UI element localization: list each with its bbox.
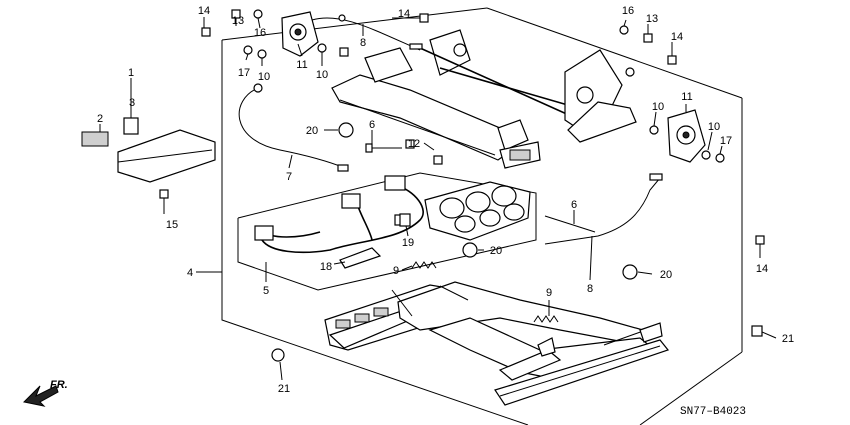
callout-8: 8 <box>587 283 593 295</box>
callout-14: 14 <box>756 263 768 275</box>
recliner-cable-upper <box>311 14 423 51</box>
callout-20: 20 <box>306 125 318 137</box>
recliner-cable-7 <box>238 83 349 172</box>
callout-6: 6 <box>571 199 577 211</box>
callout-13: 13 <box>646 13 658 25</box>
bracket-18 <box>339 247 382 269</box>
callout-16: 16 <box>622 5 634 17</box>
callout-2: 2 <box>97 113 103 125</box>
callout-9: 9 <box>546 287 552 299</box>
callout-10: 10 <box>258 71 270 83</box>
callout-17: 17 <box>720 135 732 147</box>
callout-19: 19 <box>402 237 414 249</box>
callout-13: 13 <box>232 15 244 27</box>
recliner-motor-left <box>281 11 319 57</box>
recliner-motor-right <box>667 109 706 163</box>
leader-lines <box>99 17 777 381</box>
callout-12: 12 <box>408 138 420 150</box>
callout-8: 8 <box>360 37 366 49</box>
callout-10: 10 <box>708 121 720 133</box>
front-direction-indicator: FR. <box>22 379 68 407</box>
callout-7: 7 <box>286 171 292 183</box>
callout-3: 3 <box>129 97 135 109</box>
wire-harness <box>254 175 424 254</box>
clips-20 <box>338 122 638 280</box>
callout-6: 6 <box>369 119 375 131</box>
callout-16: 16 <box>254 27 266 39</box>
callout-4: 4 <box>187 267 193 279</box>
cable-6-8 <box>365 143 663 245</box>
callout-1: 1 <box>128 67 134 79</box>
callout-14: 14 <box>198 5 210 17</box>
springs-9 <box>411 261 559 323</box>
seat-motor-assembly <box>424 181 531 241</box>
callout-17: 17 <box>238 67 250 79</box>
front-arrow-icon <box>22 385 59 407</box>
diagram-code: SN77–B4023 <box>680 406 746 418</box>
callout-14: 14 <box>671 31 683 43</box>
callout-21: 21 <box>278 383 290 395</box>
harness-group-outline <box>237 172 537 291</box>
upper-adjuster-frame <box>331 29 637 169</box>
callout-15: 15 <box>166 219 178 231</box>
callout-9: 9 <box>393 265 399 277</box>
assembly-outline <box>196 7 743 425</box>
callout-21: 21 <box>782 333 794 345</box>
callout-10: 10 <box>652 101 664 113</box>
callout-20: 20 <box>660 269 672 281</box>
seat-switch <box>81 117 216 183</box>
callout-18: 18 <box>320 261 332 273</box>
callout-5: 5 <box>263 285 269 297</box>
clip-19 <box>399 213 411 227</box>
seat-track-frame <box>324 281 670 406</box>
callout-11: 11 <box>296 59 307 71</box>
callout-11: 11 <box>681 91 692 103</box>
callout-14: 14 <box>398 8 410 20</box>
callout-20: 20 <box>490 245 502 257</box>
callout-labels: 14 13 16 14 8 16 13 14 17 10 11 10 1 3 2… <box>97 5 794 395</box>
front-direction-label: FR. <box>50 379 68 391</box>
callout-10: 10 <box>316 69 328 81</box>
